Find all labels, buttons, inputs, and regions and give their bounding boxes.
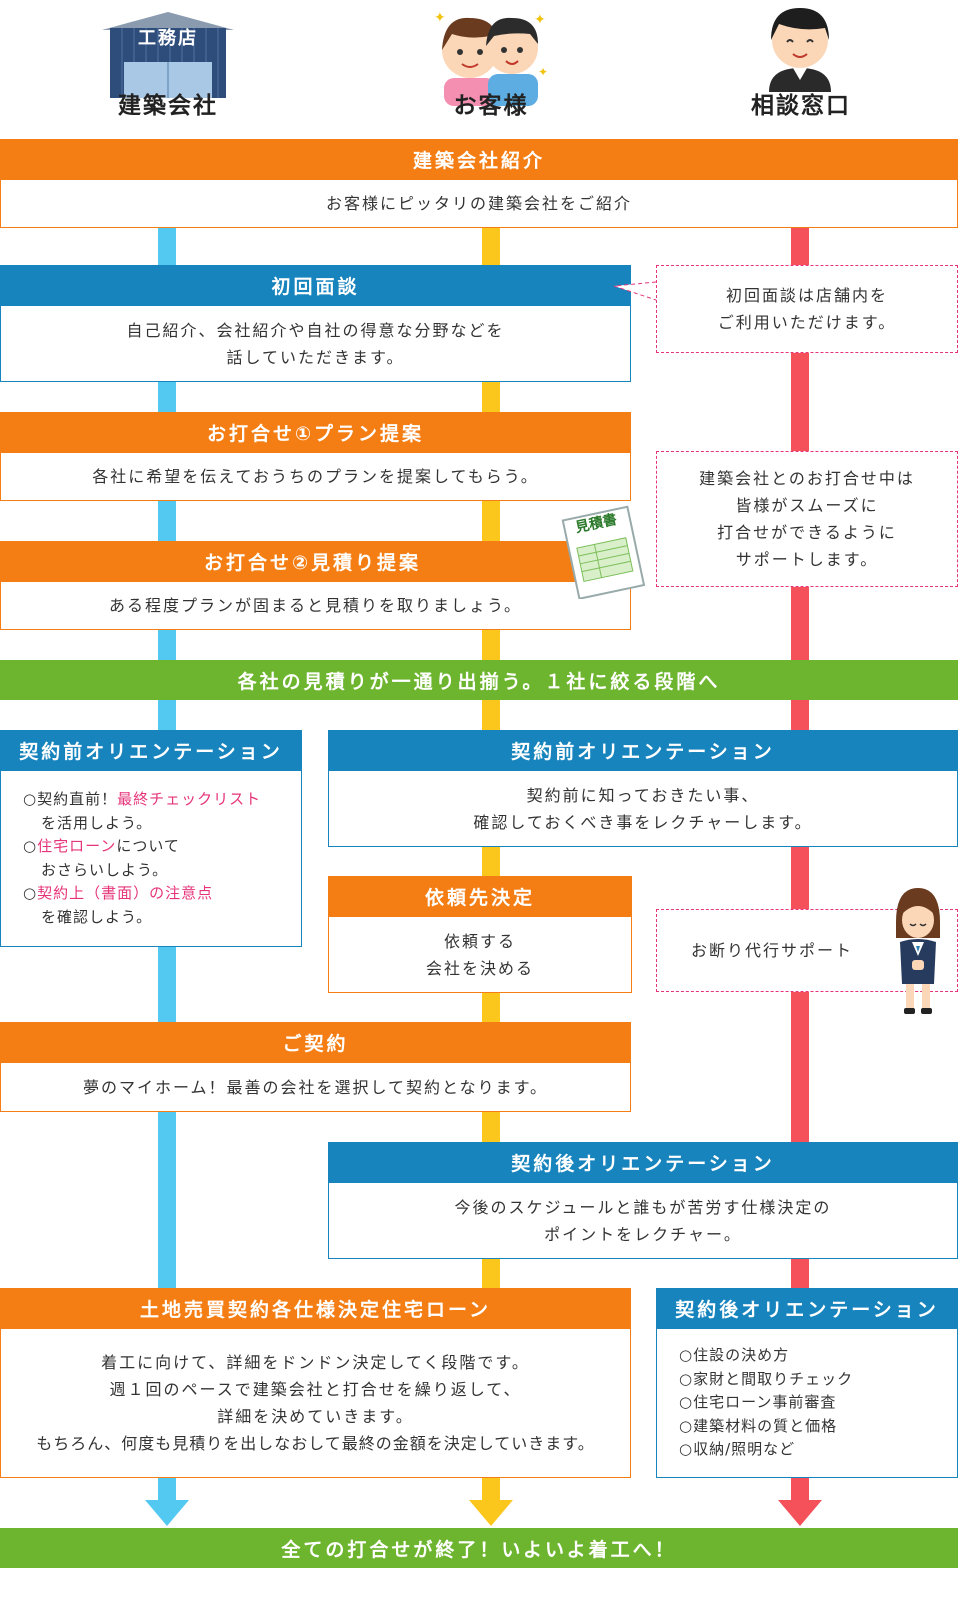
customers-icon: ✦ ✦ ✦ bbox=[434, 10, 548, 106]
decide-line: 依頼する bbox=[443, 931, 516, 951]
consultant-icon bbox=[769, 8, 831, 92]
support-note-line: 打合せができるように bbox=[717, 523, 897, 542]
checklist-item: ○住宅ローンについて bbox=[23, 837, 180, 855]
pre-orientation-right-body: 契約前に知っておきたい事、 確認しておくべき事をレクチャーします。 bbox=[328, 770, 958, 847]
first-meeting-line: 自己紹介、会社紹介や自社の得意な分野などを bbox=[126, 320, 505, 340]
builder-store-icon bbox=[102, 12, 234, 98]
step-estimate-title: お打合せ②見積り提案 bbox=[0, 541, 631, 581]
post-orientation-item: ○建築材料の質と価格 bbox=[679, 1416, 838, 1435]
store-sign: 工務店 bbox=[138, 28, 198, 49]
first-note-line: 初回面談は店舗内を bbox=[725, 286, 888, 305]
pre-orientation-right-title: 契約前オリエンテーション bbox=[328, 730, 958, 770]
checklist-item-continued: を確認しよう。 bbox=[41, 907, 153, 926]
post-orientation-item: ○住宅ローン事前審査 bbox=[679, 1393, 837, 1412]
post-orientation-center-body: 今後のスケジュールと誰もが苦労す仕様決定の ポイントをレクチャー。 bbox=[328, 1182, 958, 1259]
step-estimate-body: ある程度プランが固まると見積りを取りましょう。 bbox=[0, 581, 631, 630]
checklist-item-continued: おさらいしよう。 bbox=[41, 860, 169, 879]
step-plan-body: 各社に希望を伝えておうちのプランを提案してもらう。 bbox=[0, 452, 631, 501]
support-note-line: サポートします。 bbox=[735, 550, 879, 569]
column-title-customer: お客様 bbox=[453, 93, 529, 119]
first-meeting-note: 初回面談は店舗内を ご利用いただけます。 bbox=[656, 265, 958, 353]
step-contract-text: 夢のマイホーム！最善の会社を選択して契約となります。 bbox=[83, 1077, 548, 1097]
step-intro-body: お客様にピッタリの建築会社をご紹介 bbox=[0, 179, 958, 228]
step-final-title: 全ての打合せが終了！いよいよ着工へ！ bbox=[0, 1528, 958, 1568]
specs-line: 着工に向けて、詳細をドンドン決定してく段階です。 bbox=[101, 1353, 530, 1372]
support-note: 建築会社とのお打合せ中は 皆様がスムーズに 打合せができるように サポートします… bbox=[656, 451, 958, 587]
step-plan-title: お打合せ①プラン提案 bbox=[0, 412, 631, 452]
arrow-down-icon bbox=[778, 1500, 822, 1526]
checklist-item-continued: を活用しよう。 bbox=[41, 813, 153, 832]
arrow-down-icon bbox=[145, 1500, 189, 1526]
pre-orientation-left-body: ○契約直前！最終チェックリスト を活用しよう。 ○住宅ローンについて おさらいし… bbox=[0, 770, 302, 947]
first-note-line: ご利用いただけます。 bbox=[717, 313, 897, 332]
step-decide-title: 依頼先決定 bbox=[328, 876, 632, 916]
decide-line: 会社を決める bbox=[425, 958, 534, 978]
step-specs-body: 着工に向けて、詳細をドンドン決定してく段階です。 週１回のペースで建築会社と打合… bbox=[0, 1328, 631, 1478]
specs-line: 週１回のペースで建築会社と打合せを繰り返して、 bbox=[109, 1380, 522, 1399]
step-first-meeting-title: 初回面談 bbox=[0, 265, 631, 305]
step-intro-title: 建築会社紹介 bbox=[0, 139, 958, 179]
estimate-document-icon bbox=[561, 505, 646, 599]
step-narrow-title: 各社の見積りが一通り出揃う。１社に絞る段階へ bbox=[0, 660, 958, 700]
pre-orientation-left-title: 契約前オリエンテーション bbox=[0, 730, 302, 770]
post-orientation-item: ○家財と間取りチェック bbox=[679, 1369, 854, 1388]
step-estimate-text: ある程度プランが固まると見積りを取りましょう。 bbox=[108, 596, 523, 615]
bowing-staff-icon bbox=[896, 888, 940, 1014]
post-orientation-right-body: ○住設の決め方 ○家財と間取りチェック ○住宅ローン事前審査 ○建築材料の質と価… bbox=[656, 1328, 958, 1478]
decline-note-text: お断り代行サポート bbox=[690, 941, 853, 960]
arrow-down-icon bbox=[469, 1500, 513, 1526]
specs-line: 詳細を決めていきます。 bbox=[217, 1407, 414, 1426]
specs-line: もちろん、何度も見積りを出しなおして最終の金額を決定していきます。 bbox=[36, 1434, 595, 1453]
svg-text:✦: ✦ bbox=[534, 12, 546, 28]
checklist-item: ○契約上（書面）の注意点 bbox=[23, 884, 214, 902]
post-orientation-item: ○収納/照明など bbox=[679, 1440, 796, 1459]
support-note-line: 皆様がスムーズに bbox=[735, 496, 879, 515]
pre-orientation-line: 確認しておくべき事をレクチャーします。 bbox=[473, 812, 813, 832]
step-plan-text: 各社に希望を伝えておうちのプランを提案してもらう。 bbox=[92, 467, 539, 486]
post-orientation-line: ポイントをレクチャー。 bbox=[544, 1224, 742, 1244]
post-orientation-line: 今後のスケジュールと誰もが苦労す仕様決定の bbox=[454, 1197, 832, 1217]
callout-pointer bbox=[613, 281, 657, 301]
step-contract-body: 夢のマイホーム！最善の会社を選択して契約となります。 bbox=[0, 1062, 631, 1112]
step-specs-title: 土地売買契約各仕様決定住宅ローン bbox=[0, 1288, 631, 1328]
post-orientation-right-title: 契約後オリエンテーション bbox=[656, 1288, 958, 1328]
step-contract-title: ご契約 bbox=[0, 1022, 631, 1062]
step-first-meeting-body: 自己紹介、会社紹介や自社の得意な分野などを 話していただきます。 bbox=[0, 305, 631, 382]
support-note-line: 建築会社とのお打合せ中は bbox=[699, 469, 915, 488]
first-meeting-line: 話していただきます。 bbox=[226, 347, 405, 367]
column-title-consultation: 相談窓口 bbox=[751, 93, 851, 119]
step-intro-text: お客様にピッタリの建築会社をご紹介 bbox=[325, 194, 632, 213]
step-decide-body: 依頼する 会社を決める bbox=[328, 916, 632, 993]
post-orientation-center-title: 契約後オリエンテーション bbox=[328, 1142, 958, 1182]
checklist-item: ○契約直前！最終チェックリスト bbox=[23, 790, 262, 808]
svg-text:✦: ✦ bbox=[434, 10, 446, 26]
svg-text:✦: ✦ bbox=[538, 65, 548, 79]
post-orientation-item: ○住設の決め方 bbox=[679, 1346, 790, 1365]
column-title-builder: 建築会社 bbox=[118, 93, 218, 119]
pre-orientation-line: 契約前に知っておきたい事、 bbox=[526, 785, 760, 805]
